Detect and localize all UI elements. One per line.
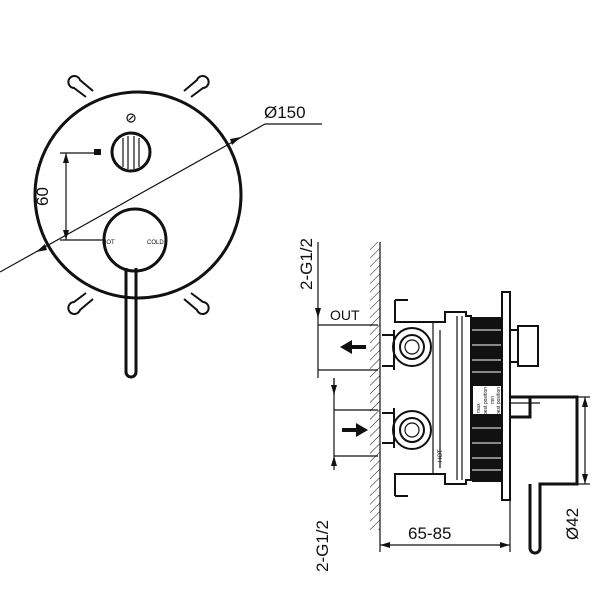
min-label: min [490,396,496,404]
thread-dimension-bottom: 2-G1/2 [313,520,332,572]
thread-dimension-top: 2-G1/2 [297,238,316,290]
escutcheon-plate [33,90,243,300]
depth-dimension: 65-85 [408,524,451,543]
best-position-label-1: best position [483,387,489,415]
valve-body [394,299,472,497]
mounting-lug-bottom-right [183,292,210,315]
handle-diameter-dimension: Ø42 [563,508,582,540]
mounting-lug-top-left [67,75,94,98]
inlet-pipe [333,378,378,457]
depth-dimension-lines [379,500,511,552]
plaster-guard [471,317,503,482]
out-label: OUT [330,307,360,323]
height-dimension: 60 [33,187,52,206]
height-dimension-lines [60,152,104,241]
diverter-knob [110,131,152,173]
side-view: max best position min best position HOT … [297,238,590,572]
finish-plate [501,291,511,501]
wall-section [370,242,380,530]
hot-label: HOT [102,240,115,246]
inlet-port-bottom [382,408,432,450]
handle-diameter-dimension-lines [577,396,590,485]
thread-dimension-lines [315,242,337,470]
outlet-port-top [382,327,432,370]
bath-icon [94,149,101,155]
best-position-label-2: best position [496,387,502,415]
mixer-lever-handle [102,207,168,379]
hot-side-label: HOT [438,449,444,462]
shower-icon [126,113,136,123]
mounting-lug-bottom-left [67,292,94,315]
diverter-spindle [509,325,539,367]
mounting-lug-top-right [183,75,210,98]
diameter-leader [0,123,322,273]
max-label: max [476,403,482,413]
cold-label: COLD [147,240,164,246]
outlet-pipe [317,315,378,378]
front-view: HOT COLD Ø150 60 [0,75,322,379]
diameter-dimension: Ø150 [264,103,306,122]
